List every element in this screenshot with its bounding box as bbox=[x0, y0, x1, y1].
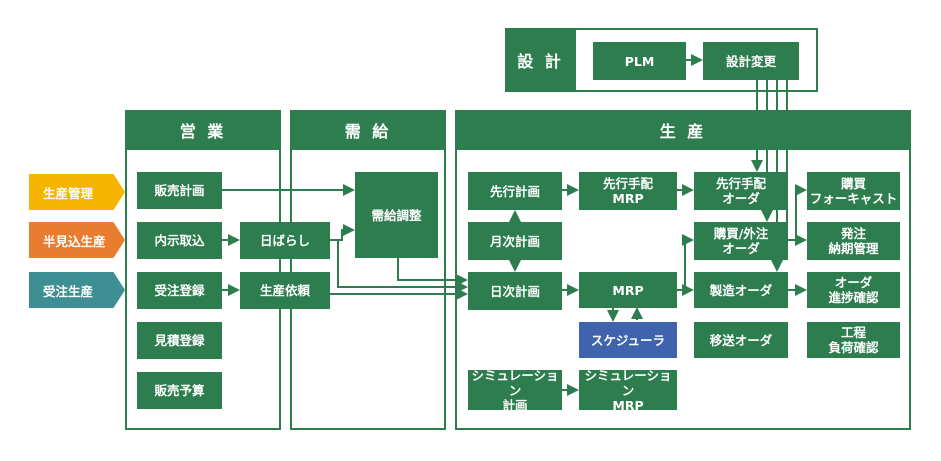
node-quote-entry[interactable]: 見積登録 bbox=[137, 322, 222, 359]
tag-production-management: 生産管理 bbox=[29, 174, 125, 210]
header-sales: 営 業 bbox=[125, 110, 281, 150]
arrow-mrp-to-purchase bbox=[677, 234, 694, 291]
panel-supply-demand bbox=[290, 110, 446, 430]
tag-make-to-order: 受注生産 bbox=[29, 272, 125, 308]
node-daily-plan[interactable]: 日次計画 bbox=[468, 272, 562, 310]
node-monthly-plan[interactable]: 月次計画 bbox=[468, 222, 562, 260]
node-advance-order[interactable]: 先行手配 オーダ bbox=[694, 172, 788, 210]
header-production: 生 産 bbox=[455, 110, 911, 150]
header-supply-demand: 需 給 bbox=[290, 110, 446, 150]
node-advance-mrp[interactable]: 先行手配 MRP bbox=[579, 172, 677, 210]
arrow-adjust-to-daily bbox=[397, 258, 468, 286]
node-purchase-outsource-order[interactable]: 購買/外注 オーダ bbox=[694, 222, 788, 260]
node-manufacturing-order[interactable]: 製造オーダ bbox=[694, 272, 788, 308]
arrow-to-forecast bbox=[787, 184, 807, 241]
node-sales-budget[interactable]: 販売予算 bbox=[137, 372, 222, 409]
node-advance-plan[interactable]: 先行計画 bbox=[468, 172, 562, 210]
node-hibarashi[interactable]: 日ばらし bbox=[240, 222, 330, 259]
node-supply-adjust[interactable]: 需給調整 bbox=[355, 172, 438, 258]
node-plm[interactable]: PLM bbox=[593, 42, 686, 80]
node-purchase-forecast[interactable]: 購買 フォーキャスト bbox=[807, 172, 900, 210]
node-sales-plan[interactable]: 販売計画 bbox=[137, 172, 222, 209]
arrow-hibarashi-to-daily bbox=[337, 240, 468, 293]
node-delivery-management[interactable]: 発注 納期管理 bbox=[807, 222, 900, 260]
node-process-load[interactable]: 工程 負荷確認 bbox=[807, 322, 900, 358]
node-naiji-intake[interactable]: 内示取込 bbox=[137, 222, 222, 259]
node-simulation-mrp[interactable]: シミュレーション MRP bbox=[579, 368, 677, 413]
node-scheduler[interactable]: スケジューラ bbox=[579, 322, 677, 358]
node-order-progress[interactable]: オーダ 進捗確認 bbox=[807, 272, 900, 308]
node-mrp[interactable]: MRP bbox=[579, 272, 677, 308]
node-design-change[interactable]: 設計変更 bbox=[703, 42, 799, 80]
tag-semi-make-to-stock: 半見込生産 bbox=[29, 222, 125, 258]
node-order-entry[interactable]: 受注登録 bbox=[137, 272, 222, 309]
arrow-hibarashi-to-adjust bbox=[330, 224, 355, 241]
header-design: 設 計 bbox=[505, 28, 576, 92]
node-simulation-plan[interactable]: シミュレーション 計画 bbox=[468, 368, 562, 413]
node-transfer-order[interactable]: 移送オーダ bbox=[694, 322, 788, 358]
node-production-request[interactable]: 生産依頼 bbox=[240, 272, 330, 309]
